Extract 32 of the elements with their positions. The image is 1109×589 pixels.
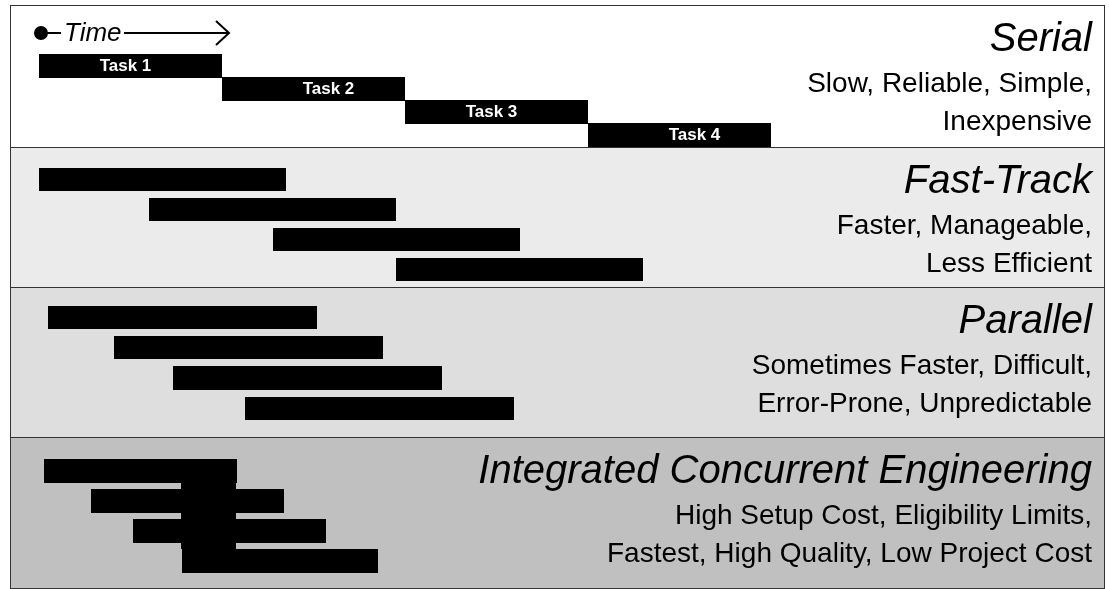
- bar: [133, 519, 326, 543]
- connecting-block: [181, 513, 236, 519]
- task-bar: Task 3: [405, 100, 588, 124]
- bar: [91, 489, 284, 513]
- category-band: [10, 437, 1105, 589]
- bar: [44, 459, 237, 483]
- bar: [396, 258, 643, 281]
- bar: [48, 306, 317, 329]
- band-description: Sometimes Faster, Difficult, Error-Prone, Unpredictable: [750, 348, 1092, 420]
- category-band: [10, 287, 1105, 438]
- bar: [182, 549, 378, 573]
- category-band: [10, 5, 1105, 148]
- bar: [245, 397, 514, 420]
- bar: [149, 198, 396, 221]
- connecting-block: [181, 483, 236, 489]
- band-description: Faster, Manageable, Less Efficient: [835, 208, 1092, 280]
- band-description: High Setup Cost, Eligibility Limits, Fastest, High Quality, Low Project Cost: [606, 498, 1092, 570]
- category-band: [10, 147, 1105, 288]
- task-bar: Task 2: [222, 77, 405, 101]
- bar: [273, 228, 520, 251]
- connecting-block: [181, 543, 236, 549]
- band-title: Serial: [988, 14, 1092, 60]
- bar: [114, 336, 383, 359]
- band-title: Integrated Concurrent Engineering: [478, 446, 1092, 492]
- band-title: Parallel: [957, 296, 1092, 342]
- bar: [39, 168, 286, 191]
- band-title: Fast-Track: [902, 156, 1092, 202]
- direction-label: Time: [64, 17, 122, 47]
- band-description: Slow, Reliable, Simple, Inexpensive: [806, 66, 1092, 138]
- task-bar: Task 4: [588, 123, 771, 147]
- bar: [173, 366, 442, 390]
- task-bar: Task 1: [39, 54, 222, 78]
